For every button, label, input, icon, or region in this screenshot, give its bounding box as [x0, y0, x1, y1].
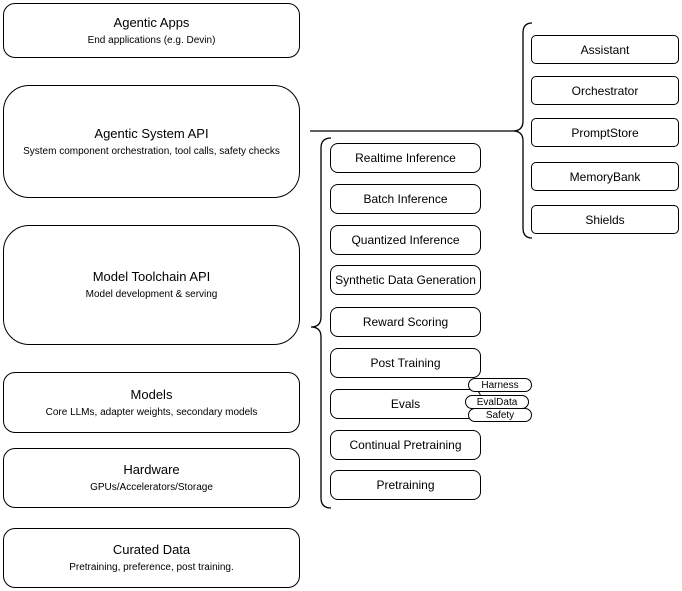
node-batch-inference: Batch Inference [330, 184, 481, 214]
node-model-toolchain-api-title: Model Toolchain API [92, 269, 211, 284]
node-models-title: Models [130, 386, 173, 402]
node-hardware-subtitle: GPUs/Accelerators/Storage [90, 482, 213, 493]
node-hardware: Hardware GPUs/Accelerators/Storage [3, 448, 300, 508]
node-agentic-system-api-subtitle: System component orchestration, tool cal… [23, 145, 280, 157]
node-realtime-inference: Realtime Inference [330, 143, 481, 173]
node-agentic-apps-subtitle: End applications (e.g. Devin) [87, 34, 216, 46]
node-assistant: Assistant [531, 35, 679, 64]
node-models: Models Core LLMs, adapter weights, secon… [3, 372, 300, 433]
node-shields: Shields [531, 205, 679, 234]
node-pretraining: Pretraining [330, 470, 481, 500]
node-curated-data-subtitle: Pretraining, preference, post training. [69, 562, 234, 573]
pill-harness: Harness [468, 378, 532, 392]
node-agentic-apps-title: Agentic Apps [113, 14, 190, 30]
pill-safety: Safety [468, 408, 532, 422]
node-agentic-system-api-title: Agentic System API [94, 125, 209, 141]
node-synthetic-data-generation: Synthetic Data Generation [330, 265, 481, 295]
node-reward-scoring: Reward Scoring [330, 307, 481, 337]
node-evals: Evals [330, 389, 481, 419]
system-group-brace-icon [512, 22, 533, 239]
node-curated-data-title: Curated Data [112, 542, 191, 557]
node-agentic-system-api: Agentic System API System component orch… [3, 85, 300, 198]
node-continual-pretraining: Continual Pretraining [330, 430, 481, 460]
node-model-toolchain-api: Model Toolchain API Model development & … [3, 225, 300, 345]
node-agentic-apps: Agentic Apps End applications (e.g. Devi… [3, 3, 300, 58]
node-hardware-title: Hardware [123, 462, 180, 477]
pill-evaldata: EvalData [465, 395, 529, 409]
node-promptstore: PromptStore [531, 118, 679, 147]
node-model-toolchain-api-subtitle: Model development & serving [85, 289, 218, 300]
node-curated-data: Curated Data Pretraining, preference, po… [3, 528, 300, 588]
node-memorybank: MemoryBank [531, 162, 679, 191]
node-quantized-inference: Quantized Inference [330, 225, 481, 255]
toolchain-group-brace-icon [310, 137, 332, 509]
node-orchestrator: Orchestrator [531, 76, 679, 105]
node-post-training: Post Training [330, 348, 481, 378]
node-models-subtitle: Core LLMs, adapter weights, secondary mo… [45, 406, 258, 418]
